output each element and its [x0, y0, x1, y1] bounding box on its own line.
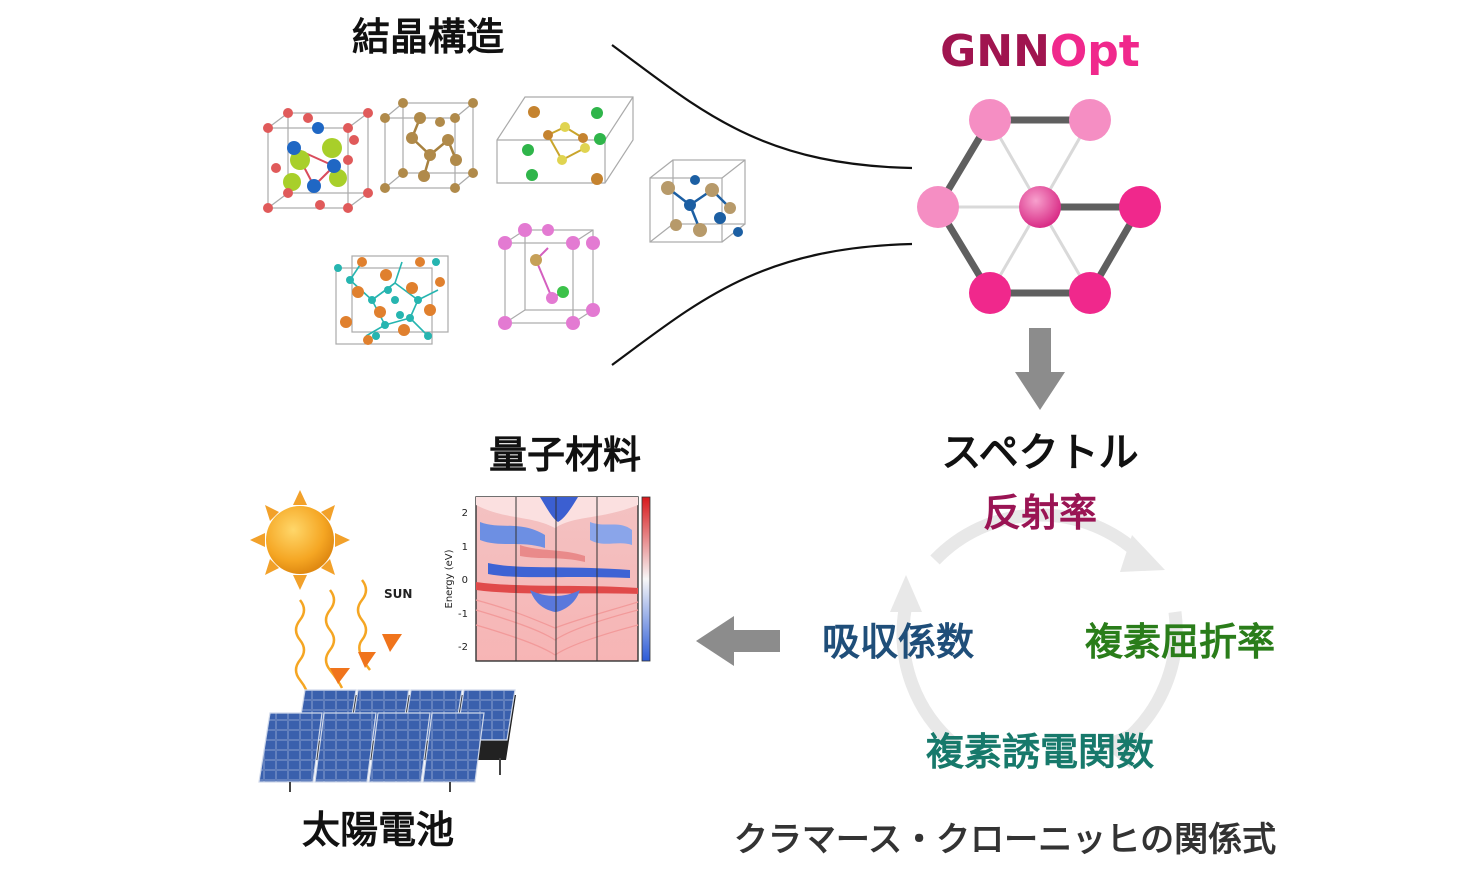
y-tick-label: 0: [462, 575, 468, 586]
complex-refractive-index-label: 複素屈折率: [1085, 620, 1275, 664]
graph-node: [969, 99, 1011, 141]
sun-rays-icon: [294, 579, 371, 703]
graph-network-icon: [917, 99, 1161, 314]
cycle-arrowheads: [890, 535, 1165, 768]
band-plot-ylabel: Energy (eV): [444, 549, 455, 608]
absorption-coefficient-label: 吸収係数: [822, 620, 974, 664]
solar-cell-title: 太陽電池: [302, 808, 454, 852]
complex-dielectric-function-label: 複素誘電関数: [926, 730, 1154, 774]
left-arrow-icon: [696, 616, 780, 666]
crystal-icon-1: [263, 108, 373, 213]
sun-icon: [250, 490, 350, 590]
y-tick-label: -2: [458, 642, 468, 653]
gnnopt-title: GNNOpt: [940, 26, 1140, 77]
sun-text: SUN: [384, 587, 412, 601]
funnel-curves: [611, 44, 913, 366]
crystal-icon-4: [649, 159, 746, 243]
crystal-icon-3: [496, 96, 634, 185]
solar-panel-icon: [258, 689, 516, 792]
graph-node: [917, 186, 959, 228]
gnnopt-title-gnn: GNN: [940, 26, 1050, 77]
ray-arrowheads: [330, 634, 402, 684]
crystal-icon-6: [498, 223, 600, 330]
graph-node: [1019, 186, 1061, 228]
kramers-kronig-label: クラマース・クローニッヒの関係式: [734, 820, 1276, 860]
spectrum-title: スペクトル: [941, 430, 1138, 476]
crystal-icon-5: [334, 255, 449, 345]
band-structure-plot: 2 1 0 -1 -2 Energy (eV): [444, 496, 651, 662]
y-tick-label: 2: [462, 508, 468, 519]
down-arrow-icon: [1015, 328, 1065, 410]
crystal-structure-title: 結晶構造: [352, 15, 504, 59]
y-tick-label: 1: [462, 542, 468, 553]
graph-node: [1069, 99, 1111, 141]
graph-node: [1069, 272, 1111, 314]
quantum-materials-title: 量子材料: [489, 433, 641, 477]
graph-node: [1119, 186, 1161, 228]
crystal-icon-2: [380, 98, 478, 193]
y-tick-label: -1: [458, 609, 468, 620]
gnnopt-title-opt: Opt: [1050, 26, 1140, 77]
graph-node: [969, 272, 1011, 314]
reflectance-label: 反射率: [983, 491, 1097, 535]
